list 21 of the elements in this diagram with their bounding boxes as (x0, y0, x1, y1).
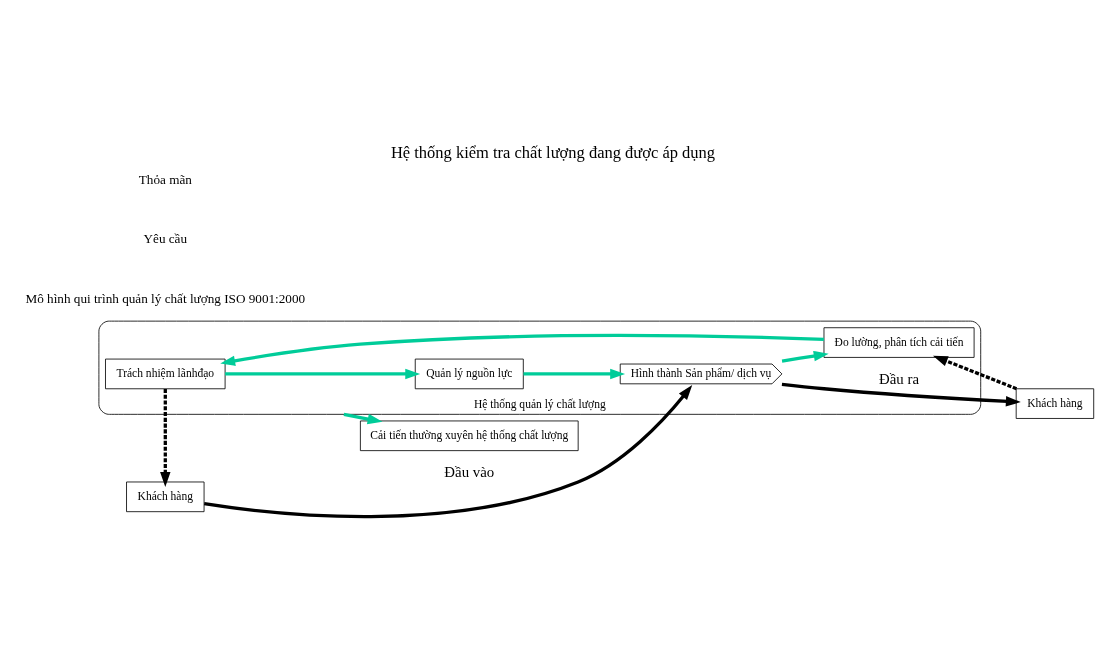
edge-label: Đầu vào (444, 464, 495, 481)
label: Thỏa mãn (138, 172, 192, 188)
edge-label: Đầu ra (879, 371, 920, 388)
arrow (781, 350, 829, 363)
arrow (204, 385, 693, 519)
diagram-title: Hệ thống kiểm tra chất lượng đang được áp dụng (390, 142, 716, 162)
label: Mô hình qui trình quản lý chất lượng ISO 9001:2000 (25, 290, 306, 306)
arrow (220, 333, 824, 366)
node-box: Khách hàng (1015, 388, 1095, 419)
arrow (225, 368, 421, 380)
arrow (343, 412, 383, 425)
arrow (781, 382, 1021, 407)
node-box: Khách hàng (126, 481, 205, 513)
node-box: Quản lý nguồn lực (414, 358, 524, 390)
node-box: Đo lường, phân tích cải tiến (823, 327, 975, 358)
node-box: Trách nhiệm lãnhđạo (105, 358, 226, 390)
label: Yêu cầu (143, 231, 188, 247)
arrow (932, 355, 1018, 391)
arrow (523, 368, 626, 380)
arrow (160, 388, 171, 487)
node-box: Cải tiến thường xuyên hệ thống chất lượng (359, 420, 579, 452)
